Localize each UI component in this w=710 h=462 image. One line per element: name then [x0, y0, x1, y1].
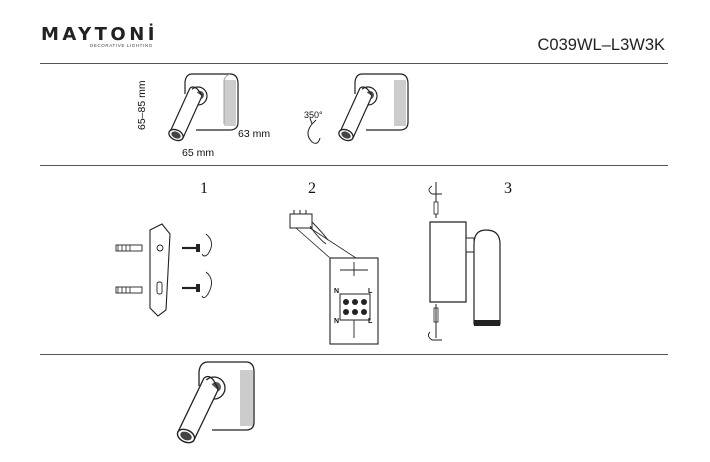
dimension-drawing — [168, 73, 239, 142]
step-number-2: 2 — [308, 180, 316, 197]
terminal-n-bottom: N — [334, 318, 340, 325]
rotation-drawing — [307, 73, 409, 144]
step3-fixture-drawing — [427, 182, 501, 341]
step-number-3: 3 — [504, 180, 512, 197]
divider-middle — [40, 165, 668, 166]
dimension-width: 65 mm — [182, 147, 215, 159]
step1-mounting-drawing — [115, 223, 212, 317]
step-number-1: 1 — [200, 180, 208, 197]
divider-top — [40, 63, 668, 64]
brand-tagline: DECORATIVE LIGHTING — [90, 43, 153, 48]
terminal-l-bottom: L — [368, 318, 373, 325]
terminal-n-top: N — [334, 288, 340, 295]
step2-wiring-drawing — [289, 210, 379, 345]
dimension-height: 65–85 mm — [136, 80, 148, 130]
final-assembly-drawing — [176, 361, 255, 444]
model-number: C039WL–L3W3K — [537, 36, 665, 54]
terminal-l-top: L — [368, 288, 373, 295]
divider-bottom — [40, 354, 668, 355]
dimension-depth: 63 mm — [238, 128, 271, 140]
rotation-label: 350° — [304, 110, 323, 120]
brand-logo: MAYTONİ — [41, 24, 158, 45]
